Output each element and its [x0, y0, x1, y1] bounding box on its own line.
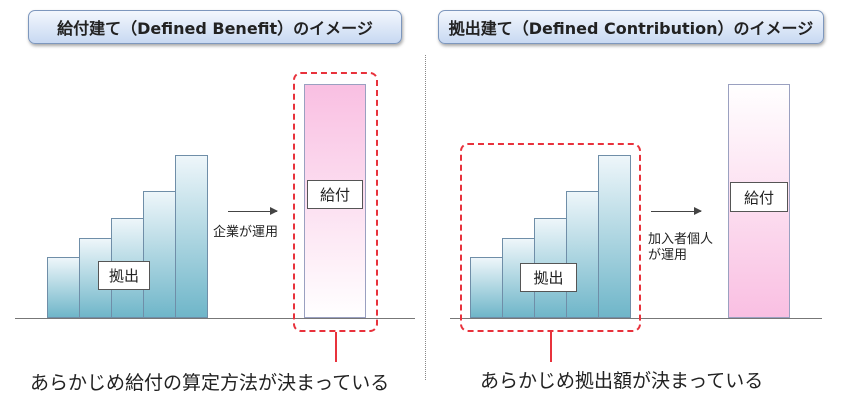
right-caption: あらかじめ拠出額が決まっている [480, 370, 764, 392]
highlight-connector [550, 332, 552, 362]
highlight-box [460, 143, 641, 332]
benefit-label: 給付 [730, 182, 788, 212]
highlight-box [293, 72, 378, 332]
operation-text: 企業が運用 [213, 225, 279, 240]
operation-text-line2: が運用 [648, 248, 688, 263]
contribution-label: 拠出 [98, 261, 150, 290]
contribution-bar [47, 257, 80, 318]
contribution-bar [79, 238, 112, 318]
contribution-bar [566, 191, 599, 318]
arrow-icon [651, 207, 702, 215]
right-panel-title: 拠出建て（Defined Contribution）のイメージ [438, 10, 824, 44]
contribution-bar [143, 191, 176, 318]
panel-divider [425, 55, 426, 380]
contribution-label: 拠出 [520, 263, 577, 292]
left-panel-title: 給付建て（Defined Benefit）のイメージ [28, 10, 402, 44]
contribution-bar [175, 155, 208, 318]
arrow-icon [228, 207, 278, 215]
contribution-bar [598, 155, 631, 318]
left-baseline [15, 318, 415, 319]
operation-text-line1: 加入者個人 [648, 232, 714, 247]
right-baseline [450, 318, 822, 319]
left-caption: あらかじめ給付の算定方法が決まっている [30, 372, 390, 394]
benefit-label: 給付 [307, 180, 363, 209]
highlight-connector [335, 332, 337, 362]
